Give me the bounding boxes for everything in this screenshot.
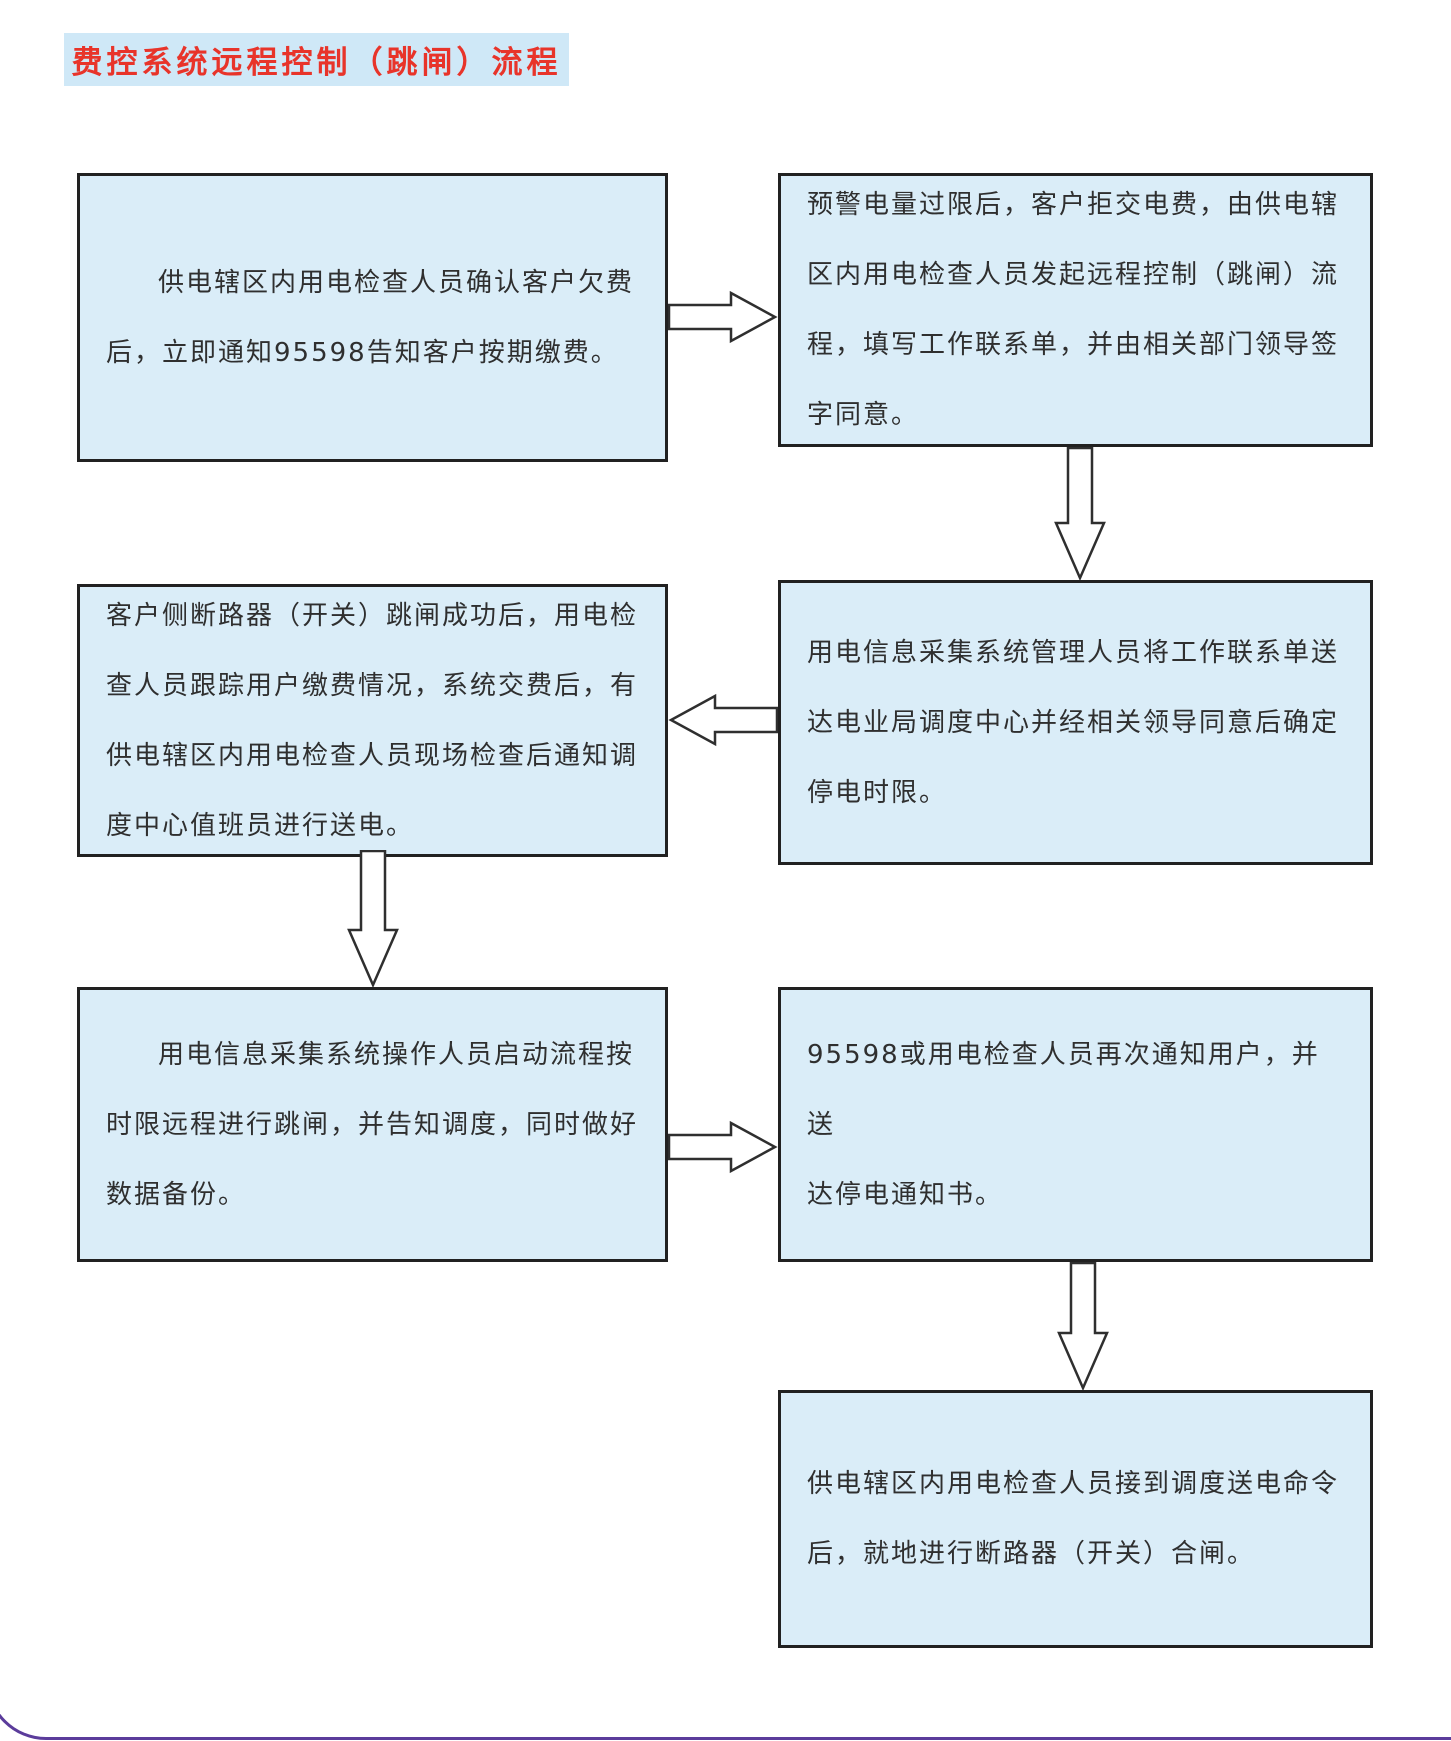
flow-box-step-1-text: 供电辖区内用电检查人员确认客户欠费 后，立即通知95598告知客户按期缴费。 — [106, 267, 635, 368]
arrow-down-step4-step5-icon — [347, 850, 399, 987]
flow-box-step-4: 客户侧断路器（开关）跳闸成功后，用电检 查人员跟踪用户缴费情况，系统交费后，有 … — [77, 584, 668, 857]
arrow-left-step3-step4-icon — [668, 693, 778, 747]
arrow-right-step5-step6-icon — [668, 1120, 778, 1174]
flow-box-step-5-text: 用电信息采集系统操作人员启动流程按 时限远程进行跳闸，并告知调度，同时做好 数据… — [106, 1039, 639, 1210]
page-title: 费控系统远程控制（跳闸）流程 — [64, 33, 569, 86]
page-title-text: 费控系统远程控制（跳闸）流程 — [71, 45, 562, 81]
flow-box-step-6-text: 95598或用电检查人员再次通知用户，并送 达停电通知书。 — [807, 1039, 1320, 1210]
flow-box-step-7-text: 供电辖区内用电检查人员接到调度送电命令 后，就地进行断路器（开关）合闸。 — [807, 1469, 1340, 1569]
flow-box-step-4-text: 客户侧断路器（开关）跳闸成功后，用电检 查人员跟踪用户缴费情况，系统交费后，有 … — [106, 600, 639, 841]
flow-box-step-6: 95598或用电检查人员再次通知用户，并送 达停电通知书。 — [778, 987, 1373, 1262]
flow-box-step-7: 供电辖区内用电检查人员接到调度送电命令 后，就地进行断路器（开关）合闸。 — [778, 1390, 1373, 1648]
arrow-down-step2-step3-icon — [1054, 447, 1106, 580]
flow-box-step-2: 预警电量过限后，客户拒交电费，由供电辖 区内用电检查人员发起远程控制（跳闸）流 … — [778, 173, 1373, 447]
arrow-down-step6-step7-icon — [1057, 1262, 1109, 1390]
flow-box-step-3: 用电信息采集系统管理人员将工作联系单送 达电业局调度中心并经相关领导同意后确定 … — [778, 580, 1373, 865]
flow-box-step-5: 用电信息采集系统操作人员启动流程按 时限远程进行跳闸，并告知调度，同时做好 数据… — [77, 987, 668, 1262]
arrow-right-step1-step2-icon — [668, 290, 778, 344]
flow-box-step-3-text: 用电信息采集系统管理人员将工作联系单送 达电业局调度中心并经相关领导同意后确定 … — [807, 637, 1340, 808]
flow-box-step-2-text: 预警电量过限后，客户拒交电费，由供电辖 区内用电检查人员发起远程控制（跳闸）流 … — [807, 190, 1340, 430]
flow-box-step-1: 供电辖区内用电检查人员确认客户欠费 后，立即通知95598告知客户按期缴费。 — [77, 173, 668, 462]
